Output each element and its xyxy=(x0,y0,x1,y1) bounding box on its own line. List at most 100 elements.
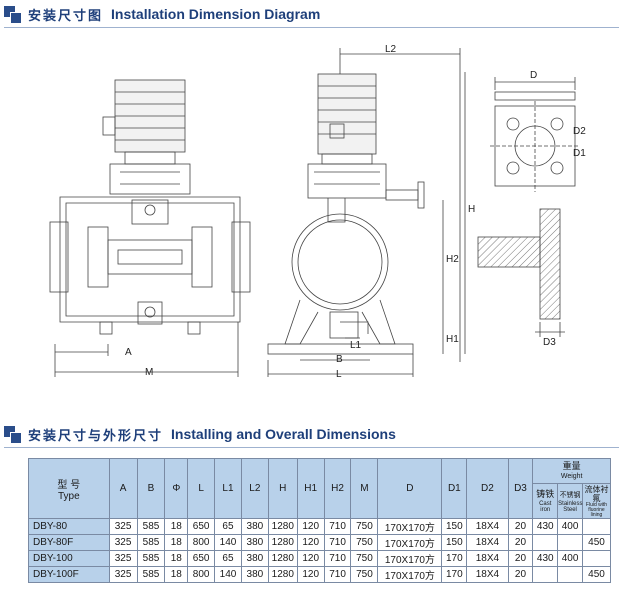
table-cell: 650 xyxy=(187,518,216,535)
table-cell: 325 xyxy=(108,518,138,535)
weight-cell xyxy=(532,534,559,551)
dim-label-l2: L2 xyxy=(385,44,397,55)
weight-header-cn: 重量 xyxy=(562,461,581,472)
type-header: 型 号 Type xyxy=(28,458,110,519)
weight-cell: 430 xyxy=(532,518,559,535)
table-cell: 750 xyxy=(350,550,379,567)
table-cell: 380 xyxy=(240,518,269,535)
table-cell: 140 xyxy=(214,566,242,583)
table-cell: 1280 xyxy=(267,534,298,551)
table-cell: 710 xyxy=(323,518,352,535)
table-cell: 170 xyxy=(441,550,468,567)
weight-cell: 450 xyxy=(581,566,612,583)
installation-drawing: A M L2 H H2 H1 L1 B L D D2 D1 D3 xyxy=(49,44,586,380)
table-cell: 120 xyxy=(296,518,325,535)
table-cell: 710 xyxy=(323,566,352,583)
dim-label-l: L xyxy=(336,369,342,380)
section-title-en: Installation Dimension Diagram xyxy=(111,6,321,22)
dim-label-d1: D1 xyxy=(573,148,586,159)
table-cell: 325 xyxy=(108,534,138,551)
col-header: A xyxy=(108,458,138,519)
section-header-dimensions: 安装尺寸与外形尺寸 Installing and Overall Dimensi… xyxy=(4,423,396,445)
col-header: D2 xyxy=(466,458,509,519)
section-square-icon xyxy=(4,426,22,444)
table-cell: 120 xyxy=(296,550,325,567)
weight-cell xyxy=(581,550,612,567)
table-cell: 170X170方 xyxy=(377,566,443,583)
col-header: H2 xyxy=(323,458,352,519)
dimensions-table: 型 号 Type A B Φ L L1 L2 H H1 H2 M D D1 D2… xyxy=(28,458,612,583)
section-title-en: Installing and Overall Dimensions xyxy=(171,426,396,442)
table-cell: 380 xyxy=(240,566,269,583)
col-header: B xyxy=(136,458,166,519)
table-cell: 325 xyxy=(108,566,138,583)
table-cell: 18 xyxy=(164,518,189,535)
weight-cell: 400 xyxy=(557,518,583,535)
table-cell: 18 xyxy=(164,566,189,583)
dim-label-a: A xyxy=(125,347,132,358)
col-header: H1 xyxy=(296,458,325,519)
table-cell: 585 xyxy=(136,534,166,551)
table-cell: 585 xyxy=(136,566,166,583)
table-cell: 150 xyxy=(441,518,468,535)
table-cell: 380 xyxy=(240,534,269,551)
table-cell: 750 xyxy=(350,534,379,551)
col-header: L xyxy=(187,458,216,519)
dim-label-m: M xyxy=(145,367,153,378)
table-cell: 170X170方 xyxy=(377,534,443,551)
table-cell: 750 xyxy=(350,518,379,535)
col-header: D3 xyxy=(507,458,534,519)
table-cell: 750 xyxy=(350,566,379,583)
dim-label-l1: L1 xyxy=(350,340,362,351)
dim-label-d3: D3 xyxy=(543,337,556,348)
table-cell: 710 xyxy=(323,550,352,567)
weight-subheader: 铸铁 Cast iron xyxy=(532,483,559,519)
table-cell: 710 xyxy=(323,534,352,551)
divider xyxy=(4,27,619,28)
type-cell: DBY-80F xyxy=(28,534,110,551)
table-cell: 65 xyxy=(214,550,242,567)
dim-label-d: D xyxy=(530,70,537,81)
weight-cell: 450 xyxy=(581,534,612,551)
table-cell: 20 xyxy=(507,534,534,551)
weight-subheader: 流体衬氟 Fluid with fluorine lining xyxy=(581,483,612,519)
table-cell: 650 xyxy=(187,550,216,567)
weight-cell xyxy=(557,534,583,551)
table-cell: 380 xyxy=(240,550,269,567)
weight-cell xyxy=(557,566,583,583)
table-cell: 170X170方 xyxy=(377,550,443,567)
weight-cell: 400 xyxy=(557,550,583,567)
divider xyxy=(4,447,619,448)
table-cell: 20 xyxy=(507,518,534,535)
table-cell: 800 xyxy=(187,534,216,551)
table-cell: 1280 xyxy=(267,566,298,583)
table-cell: 18 xyxy=(164,550,189,567)
table-cell: 585 xyxy=(136,550,166,567)
type-header-cn: 型 号 xyxy=(57,479,81,491)
col-header: Φ xyxy=(164,458,189,519)
table-cell: 1280 xyxy=(267,550,298,567)
table-cell: 18X4 xyxy=(466,518,509,535)
weight-subheader: 不锈钢 Stainless Steel xyxy=(557,483,583,519)
weight-cell xyxy=(581,518,612,535)
type-cell: DBY-100 xyxy=(28,550,110,567)
col-header: H xyxy=(267,458,298,519)
table-cell: 585 xyxy=(136,518,166,535)
table-cell: 325 xyxy=(108,550,138,567)
table-cell: 120 xyxy=(296,534,325,551)
col-header: M xyxy=(350,458,379,519)
table-cell: 65 xyxy=(214,518,242,535)
dim-label-d2: D2 xyxy=(573,126,586,137)
type-header-en: Type xyxy=(57,490,80,502)
table-cell: 20 xyxy=(507,550,534,567)
table-cell: 18X4 xyxy=(466,566,509,583)
col-header: D xyxy=(377,458,443,519)
table-cell: 140 xyxy=(214,534,242,551)
table-cell: 18X4 xyxy=(466,550,509,567)
table-cell: 150 xyxy=(441,534,468,551)
table-cell: 1280 xyxy=(267,518,298,535)
weight-header: 重量 Weight xyxy=(532,458,611,484)
